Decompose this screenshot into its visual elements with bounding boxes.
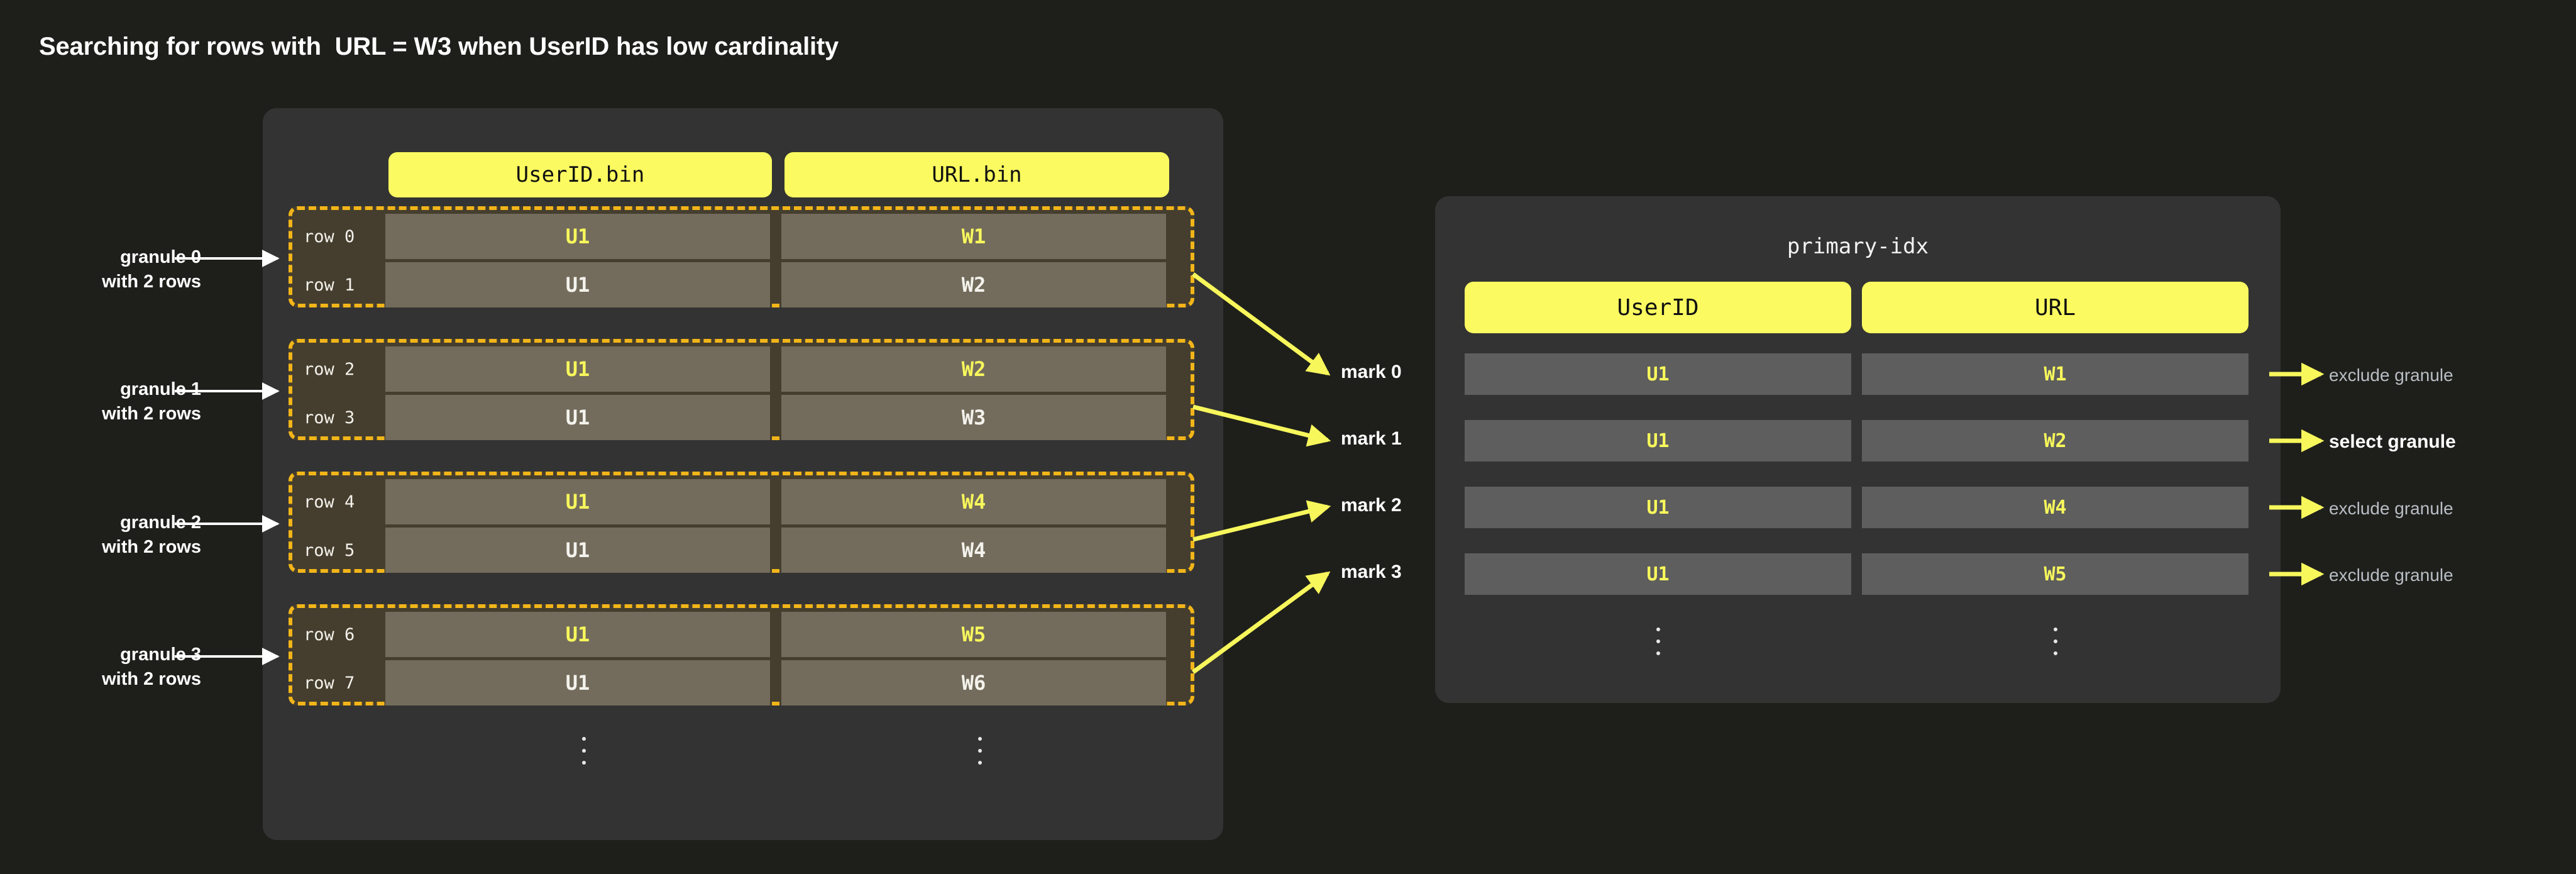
granule-box-1[interactable]: row 2 U1 W2 row 3 U1 W3 bbox=[289, 339, 1194, 440]
row-label: row 1 bbox=[304, 275, 355, 295]
cell-url: W5 bbox=[781, 612, 1166, 657]
index-panel-title: primary-idx bbox=[1786, 234, 1929, 259]
row-label: row 2 bbox=[304, 359, 355, 379]
verdict-label-select: select granule bbox=[2329, 431, 2456, 452]
cell-url: W6 bbox=[781, 660, 1166, 705]
vertical-ellipsis-icon bbox=[976, 737, 984, 765]
vertical-ellipsis-icon bbox=[2051, 628, 2060, 655]
granule-box-0[interactable]: row 0 U1 W1 row 1 U1 W2 bbox=[289, 206, 1194, 307]
cell-userid: U1 bbox=[385, 612, 770, 657]
data-row-4: row 4 U1 W4 bbox=[292, 479, 1191, 524]
index-cell-userid: U1 bbox=[1465, 487, 1851, 528]
cell-url: W3 bbox=[781, 395, 1166, 440]
index-cell-userid: U1 bbox=[1465, 353, 1851, 395]
index-row[interactable]: U1 W2 bbox=[1465, 420, 2248, 462]
verdict-label-exclude: exclude granule bbox=[2329, 565, 2453, 585]
row-label: row 5 bbox=[304, 540, 355, 560]
page-title: Searching for rows with URL = W3 when Us… bbox=[39, 33, 839, 60]
cell-url: W1 bbox=[781, 214, 1166, 259]
cell-userid: U1 bbox=[385, 262, 770, 307]
index-column-header-url: URL bbox=[1862, 282, 2248, 333]
row-label: row 7 bbox=[304, 673, 355, 693]
row-label: row 0 bbox=[304, 226, 355, 246]
index-cell-url: W2 bbox=[1862, 420, 2248, 462]
data-row-6: row 6 U1 W5 bbox=[292, 612, 1191, 657]
data-row-3: row 3 U1 W3 bbox=[292, 395, 1191, 440]
cell-userid: U1 bbox=[385, 346, 770, 392]
index-cell-userid: U1 bbox=[1465, 420, 1851, 462]
data-row-0: row 0 U1 W1 bbox=[292, 214, 1191, 259]
cell-userid: U1 bbox=[385, 395, 770, 440]
index-column-header-userid: UserID bbox=[1465, 282, 1851, 333]
index-row[interactable]: U1 W4 bbox=[1465, 487, 2248, 528]
cell-url: W2 bbox=[781, 262, 1166, 307]
row-label: row 4 bbox=[304, 492, 355, 512]
mark-label-0: mark 0 bbox=[1341, 362, 1402, 382]
granule-box-2[interactable]: row 4 U1 W4 row 5 U1 W4 bbox=[289, 472, 1194, 573]
index-row[interactable]: U1 W1 bbox=[1465, 353, 2248, 395]
cell-userid: U1 bbox=[385, 528, 770, 573]
cell-url: W4 bbox=[781, 479, 1166, 524]
column-header-userid-bin: UserID.bin bbox=[388, 152, 772, 197]
index-cell-url: W4 bbox=[1862, 487, 2248, 528]
index-row[interactable]: U1 W5 bbox=[1465, 553, 2248, 595]
vertical-ellipsis-icon bbox=[1654, 628, 1663, 655]
index-cell-userid: U1 bbox=[1465, 553, 1851, 595]
index-cell-url: W1 bbox=[1862, 353, 2248, 395]
row-label: row 6 bbox=[304, 624, 355, 644]
cell-userid: U1 bbox=[385, 479, 770, 524]
data-row-7: row 7 U1 W6 bbox=[292, 660, 1191, 705]
granule-box-3[interactable]: row 6 U1 W5 row 7 U1 W6 bbox=[289, 604, 1194, 705]
row-label: row 3 bbox=[304, 407, 355, 428]
cell-userid: U1 bbox=[385, 214, 770, 259]
data-row-1: row 1 U1 W2 bbox=[292, 262, 1191, 307]
verdict-label-exclude: exclude granule bbox=[2329, 499, 2453, 518]
data-part-panel: UserID.bin URL.bin row 0 U1 W1 row 1 U1 … bbox=[263, 108, 1223, 840]
index-cell-url: W5 bbox=[1862, 553, 2248, 595]
cell-userid: U1 bbox=[385, 660, 770, 705]
column-header-url-bin: URL.bin bbox=[784, 152, 1169, 197]
mark-label-3: mark 3 bbox=[1341, 561, 1402, 582]
cell-url: W2 bbox=[781, 346, 1166, 392]
vertical-ellipsis-icon bbox=[580, 737, 588, 765]
verdict-label-exclude: exclude granule bbox=[2329, 365, 2453, 385]
data-row-5: row 5 U1 W4 bbox=[292, 528, 1191, 573]
mark-label-1: mark 1 bbox=[1341, 428, 1402, 449]
data-row-2: row 2 U1 W2 bbox=[292, 346, 1191, 392]
cell-url: W4 bbox=[781, 528, 1166, 573]
mark-label-2: mark 2 bbox=[1341, 495, 1402, 516]
